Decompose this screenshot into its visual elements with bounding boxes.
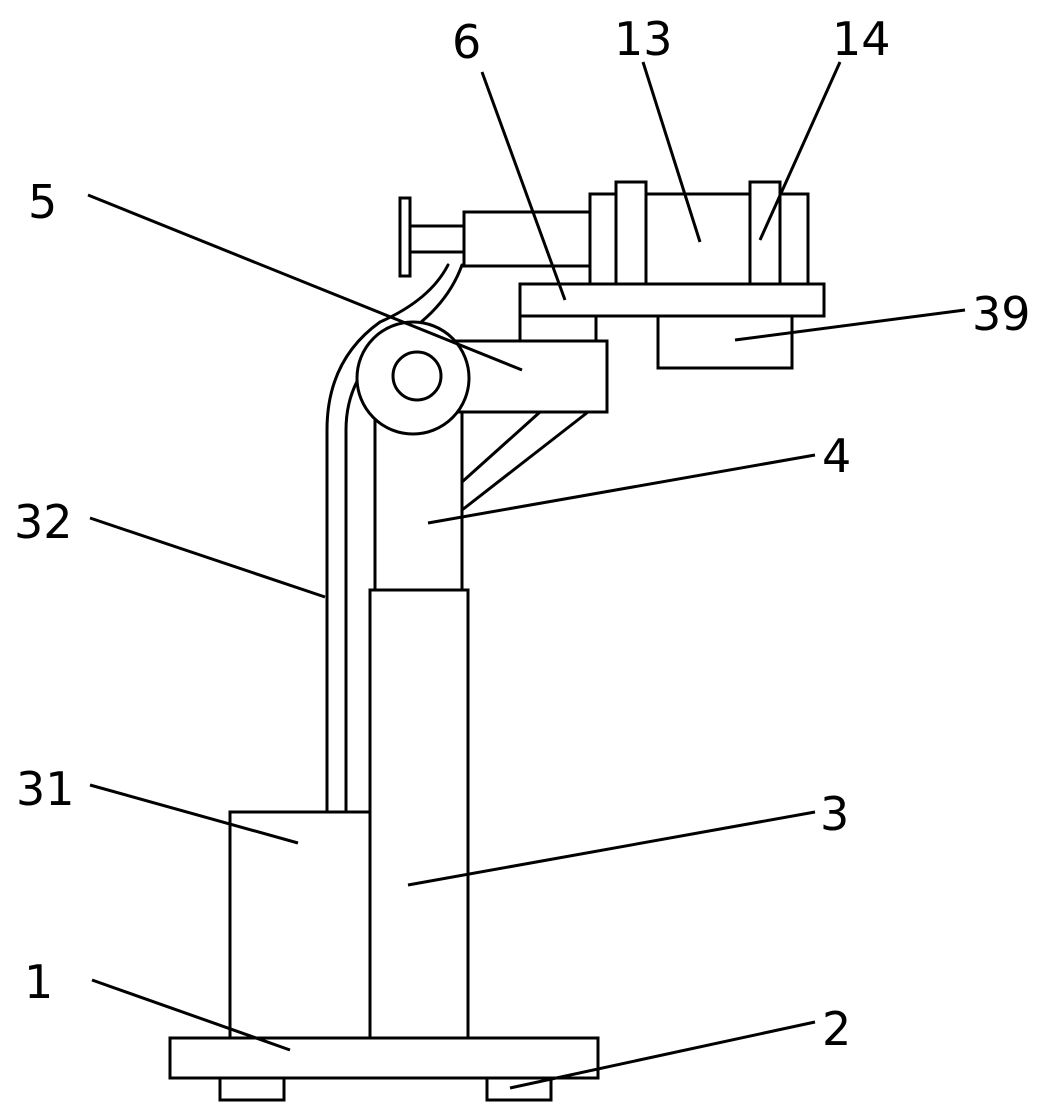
- piston-rod: [408, 224, 466, 254]
- mount-plate: [518, 282, 826, 318]
- callout-39: 39: [972, 287, 1031, 341]
- callout-6: 6: [452, 15, 481, 69]
- control-box: [228, 810, 372, 1040]
- leader-13: [641, 61, 702, 243]
- callout-5: 5: [28, 175, 57, 229]
- clamp-right: [748, 180, 782, 286]
- mount-block: [518, 314, 598, 343]
- callout-3: 3: [820, 787, 849, 841]
- callout-1: 1: [24, 955, 53, 1009]
- brace-outer: [460, 410, 590, 512]
- base-plate: [168, 1036, 600, 1080]
- cable-outer: [325, 263, 450, 814]
- leader-2: [509, 1020, 816, 1090]
- callout-13: 13: [614, 12, 673, 66]
- callout-31: 31: [16, 762, 75, 816]
- lower-column: [368, 588, 470, 1040]
- leader-39: [734, 308, 966, 342]
- piston-cylinder: [462, 210, 592, 268]
- leader-1: [91, 978, 291, 1052]
- foot-left: [218, 1076, 286, 1102]
- support-block: [656, 314, 794, 370]
- brace-inner: [460, 410, 542, 484]
- leader-4: [427, 453, 816, 525]
- callout-32: 32: [14, 495, 73, 549]
- leader-31: [89, 783, 299, 845]
- callout-14: 14: [832, 12, 891, 66]
- upper-arm: [373, 408, 464, 592]
- leader-3: [407, 810, 816, 887]
- leader-32: [89, 516, 326, 599]
- leader-6: [480, 71, 567, 301]
- clamp-left: [614, 180, 648, 286]
- leader-5: [87, 193, 523, 372]
- callout-4: 4: [822, 429, 851, 483]
- callout-2: 2: [822, 1002, 851, 1056]
- leader-14: [758, 61, 842, 241]
- pivot-joint-inner: [391, 350, 443, 402]
